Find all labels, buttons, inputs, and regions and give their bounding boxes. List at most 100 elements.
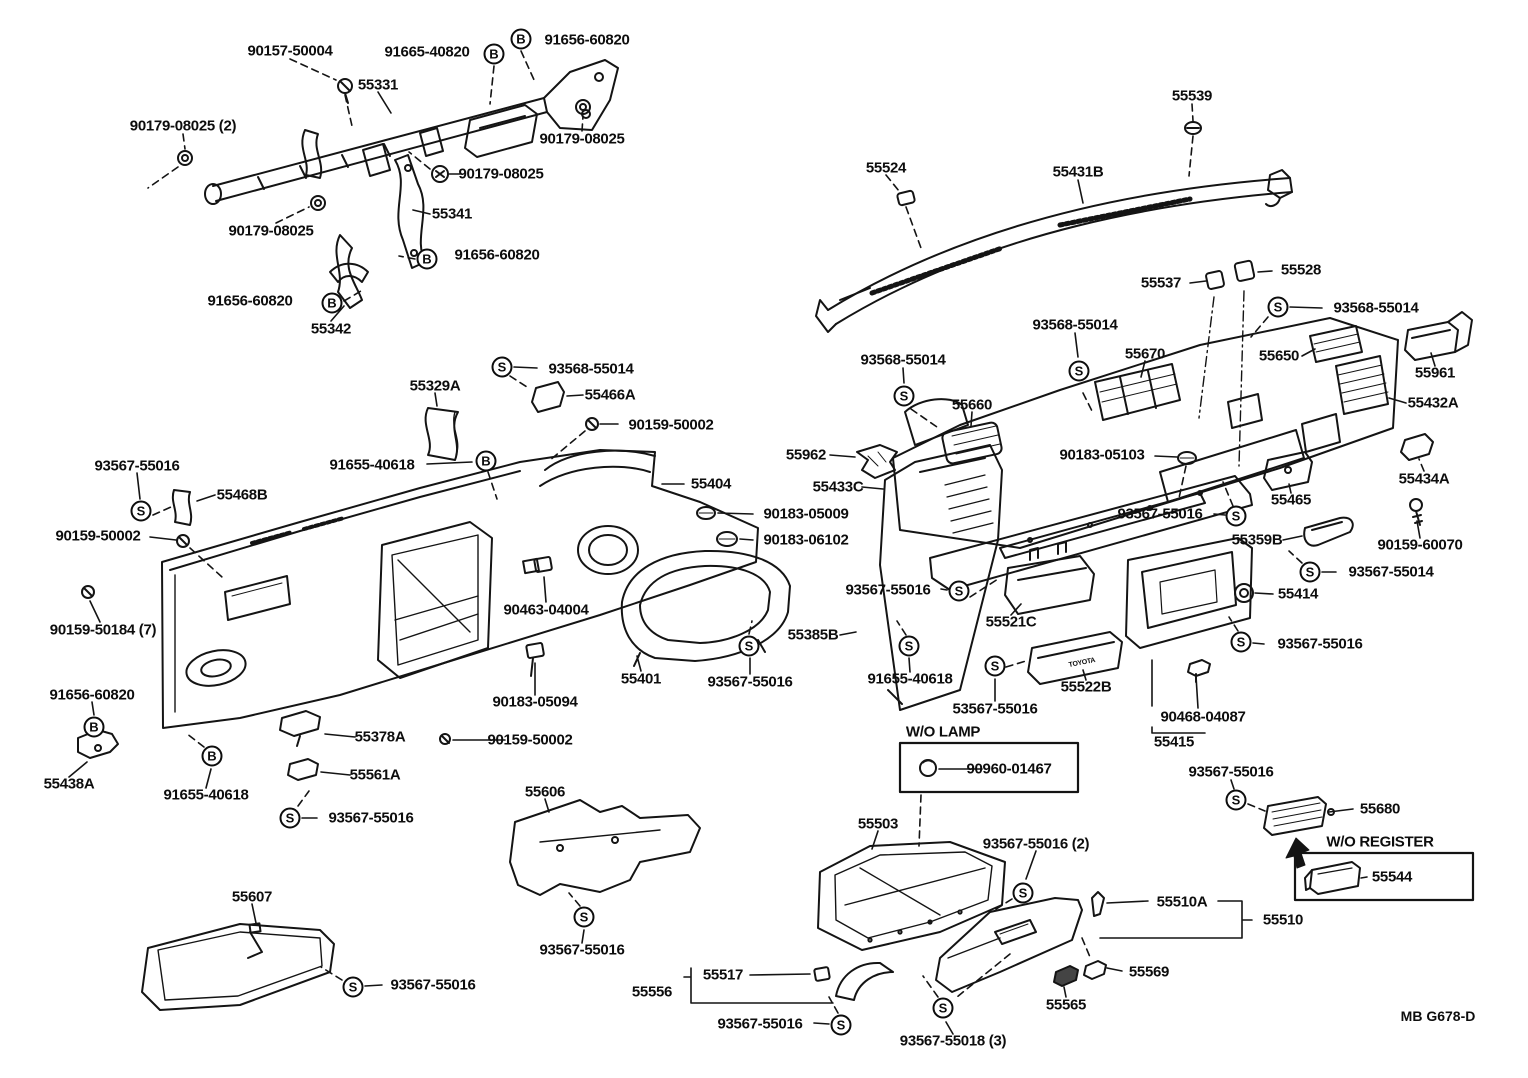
part-callout: 91656-60820	[207, 292, 293, 310]
part-callout: 55433C	[812, 478, 864, 496]
part-callout: 90159-60070	[1377, 536, 1463, 554]
part-callout: 55521C	[985, 613, 1037, 631]
part-callout: 90179-08025	[539, 130, 625, 148]
small-brackets-center	[77, 381, 565, 781]
part-panel-55433C	[879, 444, 1003, 711]
part-callout: 93567-55016	[328, 809, 414, 827]
part-callout: 55962	[785, 446, 827, 464]
part-check-arm-55556	[813, 961, 894, 1001]
fastener-icons-top-left	[177, 78, 591, 211]
fastener-marker-s: S	[984, 655, 1006, 677]
part-callout: 55565	[1045, 996, 1087, 1014]
part-callout: TOYOTA	[1068, 657, 1096, 669]
fastener-marker-s: S	[1267, 296, 1289, 318]
part-callout: 55561A	[349, 766, 401, 784]
part-callout: 93567-55016	[1117, 505, 1203, 523]
fastener-marker-b: B	[83, 716, 105, 738]
fastener-marker-s: S	[1225, 789, 1247, 811]
fastener-marker-b: B	[416, 248, 438, 270]
part-callout: 90157-50004	[247, 42, 333, 60]
part-callout: 55607	[231, 888, 273, 906]
part-callout: 55510A	[1156, 893, 1208, 911]
part-callout: 55401	[620, 670, 662, 688]
part-callout: 55331	[357, 76, 399, 94]
part-callout: 91655-40618	[867, 670, 953, 688]
clip-90468-04087	[1187, 659, 1211, 683]
part-callout: 90179-08025	[228, 222, 314, 240]
part-callout: 55414	[1277, 585, 1319, 603]
part-safety-pad-55431B	[815, 121, 1293, 333]
part-callout: 55329A	[409, 377, 461, 395]
fastener-marker-b: B	[475, 450, 497, 472]
part-callout: 55432A	[1407, 394, 1459, 412]
part-callout: 55569	[1128, 963, 1170, 981]
part-register-55961	[1404, 311, 1473, 361]
part-callout: 91656-60820	[49, 686, 135, 704]
part-callout: 93567-55016	[717, 1015, 803, 1033]
part-callout: 55650	[1258, 347, 1300, 365]
part-callout: 93567-55016	[390, 976, 476, 994]
part-clip-55962	[856, 444, 898, 479]
part-glove-door-55510	[935, 891, 1105, 993]
part-callout: 93568-55014	[548, 360, 634, 378]
part-callout: 90159-50002	[628, 416, 714, 434]
part-callout: 93568-55014	[1032, 316, 1118, 334]
part-callout: 55544	[1371, 868, 1413, 886]
part-finish-panel-assembly	[892, 259, 1399, 549]
part-clips-55569-55565	[1053, 960, 1107, 987]
fastener-marker-b: B	[510, 28, 532, 50]
part-callout: 55517	[702, 966, 744, 984]
part-callout: 91656-60820	[544, 31, 630, 49]
part-callout: 55385B	[787, 626, 839, 644]
part-callout: 93567-55018 (3)	[899, 1032, 1007, 1050]
part-callout: 55510	[1262, 911, 1304, 929]
part-callout: 90183-05103	[1059, 446, 1145, 464]
part-callout: 53567-55016	[952, 700, 1038, 718]
part-callout: 93567-55016 (2)	[982, 835, 1090, 853]
fastener-marker-s: S	[898, 635, 920, 657]
part-handle-55359B	[1303, 516, 1354, 547]
part-callout: 55359B	[1231, 531, 1283, 549]
part-callout: 55465	[1270, 491, 1312, 509]
part-callout: 55404	[690, 475, 732, 493]
figure-code: MB G678-D	[1400, 1008, 1476, 1024]
part-callout: 93567-55016	[539, 941, 625, 959]
fastener-marker-s: S	[932, 997, 954, 1019]
part-callout: 93567-55016	[94, 457, 180, 475]
part-callout: 55961	[1414, 364, 1456, 382]
fastener-marker-s: S	[1068, 360, 1090, 382]
part-callout: 93567-55016	[1188, 763, 1274, 781]
part-callout: 55537	[1140, 274, 1182, 292]
part-vent-55660	[941, 421, 1003, 465]
part-glove-box-55503	[817, 841, 1006, 951]
part-callout: 55680	[1359, 800, 1401, 818]
center-lines	[1198, 290, 1245, 467]
part-cluster-panel-55401	[620, 549, 791, 667]
part-callout: 91655-40618	[163, 786, 249, 804]
part-callout: 91665-40820	[384, 43, 470, 61]
fastener-icons-center	[81, 417, 738, 745]
part-callout: 90463-04004	[503, 601, 589, 619]
part-callout: 55524	[865, 159, 907, 177]
part-callout: 55539	[1171, 87, 1213, 105]
fastener-marker-s: S	[279, 807, 301, 829]
fastener-marker-b: B	[483, 43, 505, 65]
part-callout: 93567-55014	[1348, 563, 1434, 581]
part-callout: 90159-50002	[55, 527, 141, 545]
part-reinforcement-bar-55331	[204, 59, 619, 205]
part-plate-55465	[1263, 451, 1313, 491]
fastener-marker-b: B	[201, 745, 223, 767]
part-lower-garnish-strip	[929, 475, 1253, 591]
fastener-marker-s: S	[830, 1014, 852, 1036]
fastener-marker-s: S	[1225, 505, 1247, 527]
part-callout: 93567-55016	[1277, 635, 1363, 653]
part-callout: W/O LAMP	[905, 723, 981, 741]
part-callout: 90183-06102	[763, 531, 849, 549]
part-under-cover-55607	[141, 922, 335, 1011]
part-callout: 93568-55014	[1333, 299, 1419, 317]
clip-90183-05103	[1177, 451, 1197, 465]
fastener-marker-s: S	[130, 500, 152, 522]
